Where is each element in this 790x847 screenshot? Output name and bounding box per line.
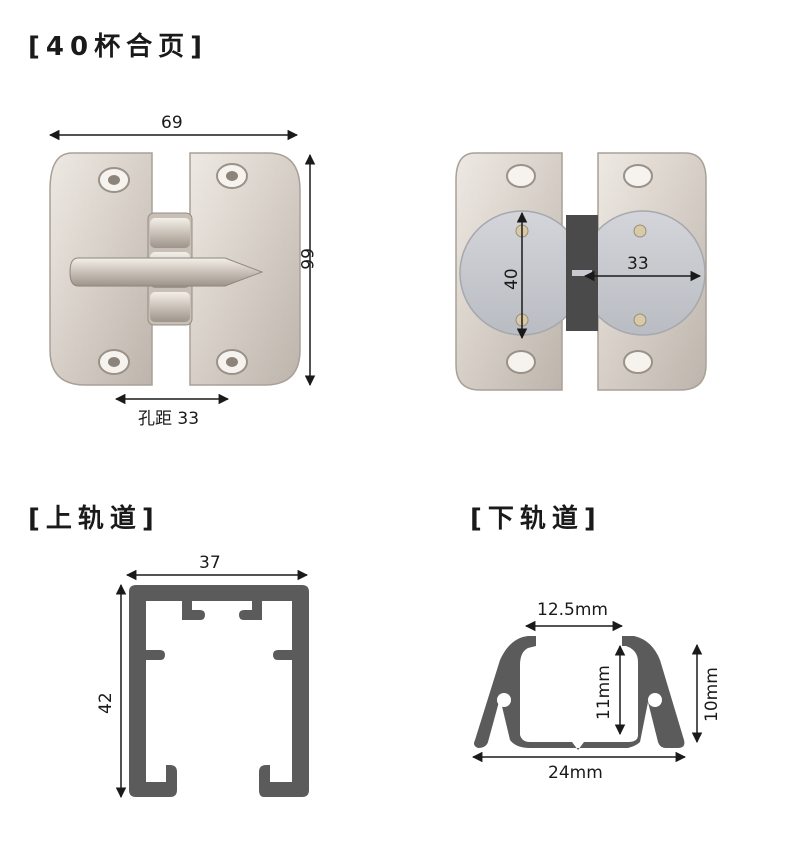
upper-track-profile xyxy=(129,585,309,797)
section-title-lower-track: [下轨道] xyxy=(470,504,602,534)
dim-label-cup-diameter: 40 xyxy=(502,268,522,290)
section-title-upper-track: [上轨道] xyxy=(28,504,160,534)
section-title-hinge: [40杯合页] xyxy=(28,32,208,62)
dim-label-lower-outer-height: 10mm xyxy=(702,667,722,722)
dim-label-hinge-width: 69 xyxy=(161,113,183,133)
dim-label-upper-width: 37 xyxy=(199,553,221,573)
dim-label-lower-inner-width: 12.5mm xyxy=(537,600,608,620)
dim-label-lower-inner-height: 11mm xyxy=(594,665,614,720)
dim-label-cup-offset: 33 xyxy=(627,254,649,274)
lower-track-profile xyxy=(474,636,685,750)
dim-label-lower-outer-width: 24mm xyxy=(548,763,603,783)
hinge-back-image xyxy=(455,152,707,391)
hinge-front-image xyxy=(49,152,301,386)
dim-label-hole-spacing: 孔距 33 xyxy=(138,409,200,429)
dim-label-hinge-height: 66 xyxy=(296,248,316,270)
hinge-screw-holes xyxy=(98,163,248,375)
dim-label-upper-height: 42 xyxy=(96,692,116,714)
